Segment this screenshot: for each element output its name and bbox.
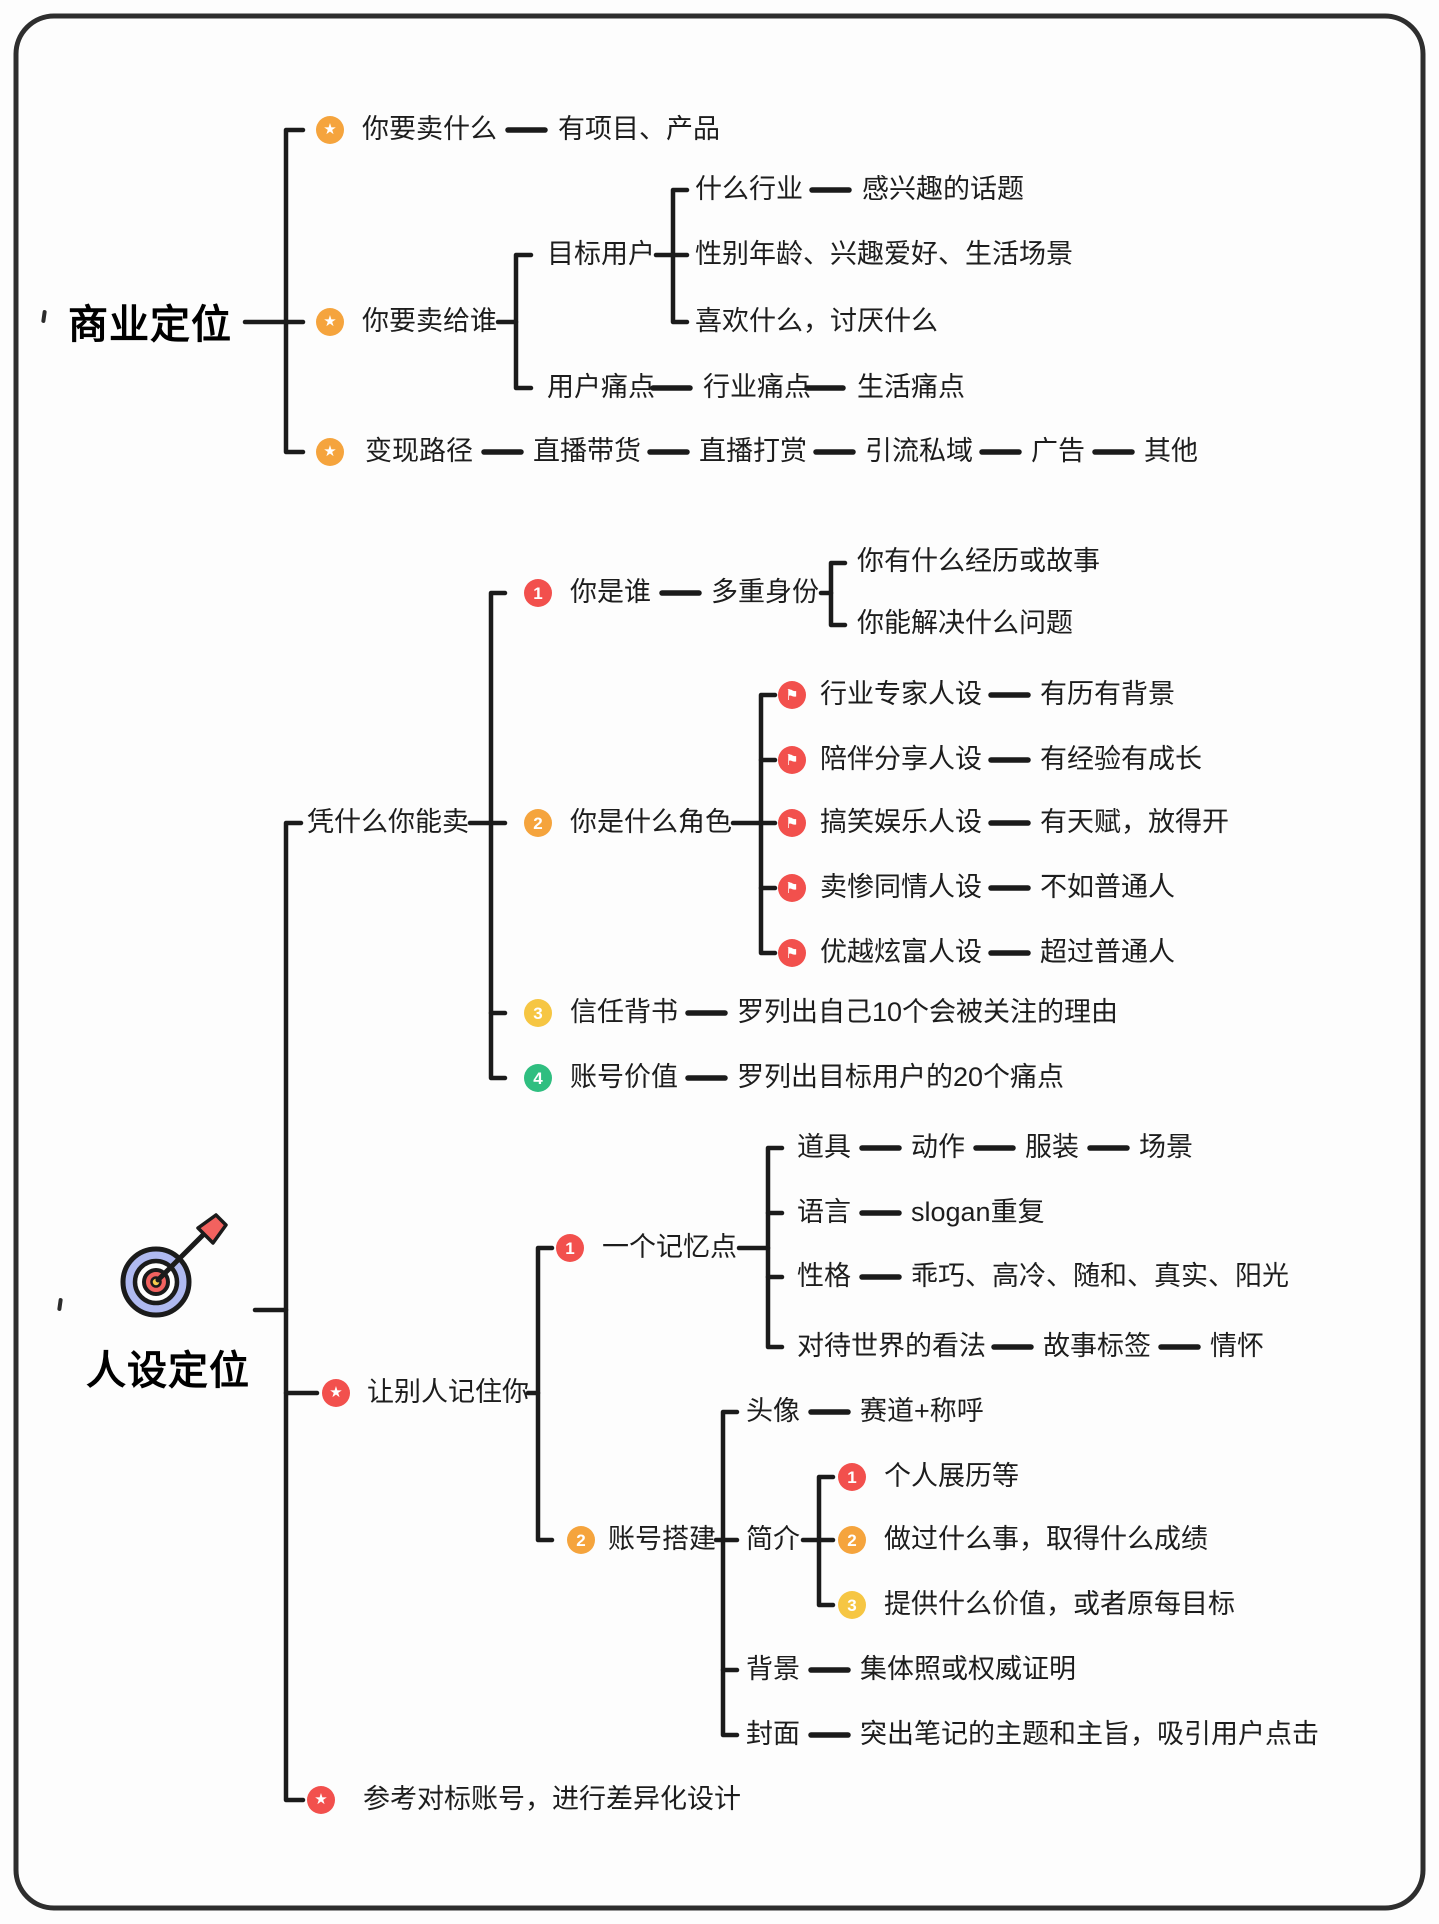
node-sell-to-whom: 你要卖给谁 — [362, 305, 497, 336]
node-account-setup: 账号搭建 — [608, 1523, 716, 1554]
node-persona-funny-value: 有天赋，放得开 — [1040, 806, 1229, 837]
number-2-icon: 2 — [838, 1526, 866, 1554]
node-language: 语言 — [797, 1196, 851, 1227]
node-why-you-can-sell: 凭什么你能卖 — [307, 806, 469, 837]
node-bio-item: 做过什么事，取得什么成绩 — [884, 1523, 1208, 1554]
node-pain-points: 用户痛点 — [547, 371, 655, 402]
number-3-icon: 3 — [838, 1591, 866, 1619]
star-icon: ★ — [316, 438, 344, 466]
node-cover: 封面 — [746, 1718, 800, 1749]
node-trust-value: 罗列出自己10个会被关注的理由 — [737, 996, 1119, 1027]
number-2-icon: 2 — [524, 809, 552, 837]
flag-icon: ⚑ — [778, 681, 806, 709]
node-sell-what-value: 有项目、产品 — [558, 113, 720, 144]
node-persona-pity: 卖惨同情人设 — [820, 871, 982, 902]
number-2-icon: 2 — [567, 1526, 595, 1554]
node-avatar-value: 赛道+称呼 — [860, 1395, 984, 1426]
node-bio-item: 提供什么价值，或者原每目标 — [884, 1588, 1235, 1619]
persona-branch-lines — [252, 560, 848, 1803]
node-life-pain: 生活痛点 — [857, 371, 965, 402]
node-monetization: 变现路径 — [365, 435, 473, 466]
number-1-icon: 1 — [524, 579, 552, 607]
node-persona-funny: 搞笑娱乐人设 — [820, 806, 982, 837]
node-industry: 什么行业 — [695, 173, 803, 204]
node-personality-traits: 乖巧、高冷、随和、真实、阳光 — [911, 1260, 1289, 1291]
node-scene: 场景 — [1139, 1131, 1193, 1162]
node-cover-value: 突出笔记的主题和主旨，吸引用户点击 — [860, 1718, 1319, 1749]
node-persona-expert: 行业专家人设 — [820, 678, 982, 709]
node-persona-rich: 优越炫富人设 — [820, 936, 982, 967]
node-personality: 性格 — [797, 1260, 851, 1291]
star-icon: ★ — [322, 1379, 350, 1407]
node-bio: 简介 — [746, 1523, 800, 1554]
number-1-icon: 1 — [838, 1463, 866, 1491]
dartboard-icon — [120, 1213, 228, 1318]
number-4-icon: 4 — [524, 1064, 552, 1092]
node-multiple-identity: 多重身份 — [711, 576, 819, 607]
sibling-dash-lines — [481, 127, 1201, 1738]
flag-icon: ⚑ — [778, 746, 806, 774]
node-account-value-value: 罗列出目标用户的20个痛点 — [737, 1061, 1065, 1092]
number-3-icon: 3 — [524, 999, 552, 1027]
node-monetization-path: 直播带货 — [533, 435, 641, 466]
node-memory-point: 一个记忆点 — [602, 1231, 737, 1262]
node-background: 背景 — [746, 1653, 800, 1684]
node-preferences: 喜欢什么，讨厌什么 — [695, 305, 938, 336]
node-benchmark: 参考对标账号，进行差异化设计 — [363, 1783, 741, 1814]
star-icon: ★ — [316, 116, 344, 144]
node-persona-companion: 陪伴分享人设 — [820, 743, 982, 774]
node-slogan: slogan重复 — [911, 1196, 1045, 1227]
flag-icon: ⚑ — [778, 809, 806, 837]
node-bio-item: 个人展历等 — [884, 1460, 1019, 1491]
number-1-icon: 1 — [556, 1234, 584, 1262]
node-sentiment: 情怀 — [1210, 1330, 1264, 1361]
node-persona-expert-value: 有历有背景 — [1040, 678, 1175, 709]
business-branch-lines — [242, 127, 690, 455]
node-persona-pity-value: 不如普通人 — [1040, 871, 1175, 902]
node-account-value: 账号价值 — [570, 1061, 678, 1092]
node-worldview: 对待世界的看法 — [797, 1330, 986, 1361]
node-monetization-path: 引流私域 — [865, 435, 973, 466]
node-monetization-path: 其他 — [1144, 435, 1198, 466]
persona-section-title: 人设定位 — [86, 1348, 250, 1393]
node-remember-you: 让别人记住你 — [367, 1376, 529, 1407]
node-experience-story: 你有什么经历或故事 — [857, 545, 1100, 576]
node-target-user: 目标用户 — [547, 238, 655, 269]
node-avatar: 头像 — [746, 1395, 800, 1426]
node-industry-pain: 行业痛点 — [703, 371, 811, 402]
node-sell-what: 你要卖什么 — [362, 113, 497, 144]
star-icon: ★ — [307, 1786, 335, 1814]
node-background-value: 集体照或权威证明 — [860, 1653, 1076, 1684]
node-who-are-you: 你是谁 — [570, 576, 651, 607]
node-monetization-path: 直播打赏 — [699, 435, 807, 466]
node-monetization-path: 广告 — [1031, 435, 1085, 466]
node-props: 道具 — [797, 1131, 851, 1162]
node-persona-companion-value: 有经验有成长 — [1040, 743, 1202, 774]
star-icon: ★ — [316, 308, 344, 336]
flag-icon: ⚑ — [778, 874, 806, 902]
flag-icon: ⚑ — [778, 939, 806, 967]
node-action: 动作 — [911, 1131, 965, 1162]
node-persona-rich-value: 超过普通人 — [1040, 936, 1175, 967]
node-trust-endorsement: 信任背书 — [570, 996, 678, 1027]
business-section-title: 商业定位 — [68, 302, 232, 347]
node-story-tag: 故事标签 — [1043, 1330, 1151, 1361]
page-border — [13, 13, 1426, 1911]
node-what-role: 你是什么角色 — [570, 806, 732, 837]
node-clothing: 服装 — [1025, 1131, 1079, 1162]
node-industry-value: 感兴趣的话题 — [862, 173, 1024, 204]
node-demographics: 性别年龄、兴趣爱好、生活场景 — [695, 238, 1073, 269]
node-solve-problem: 你能解决什么问题 — [857, 607, 1073, 638]
